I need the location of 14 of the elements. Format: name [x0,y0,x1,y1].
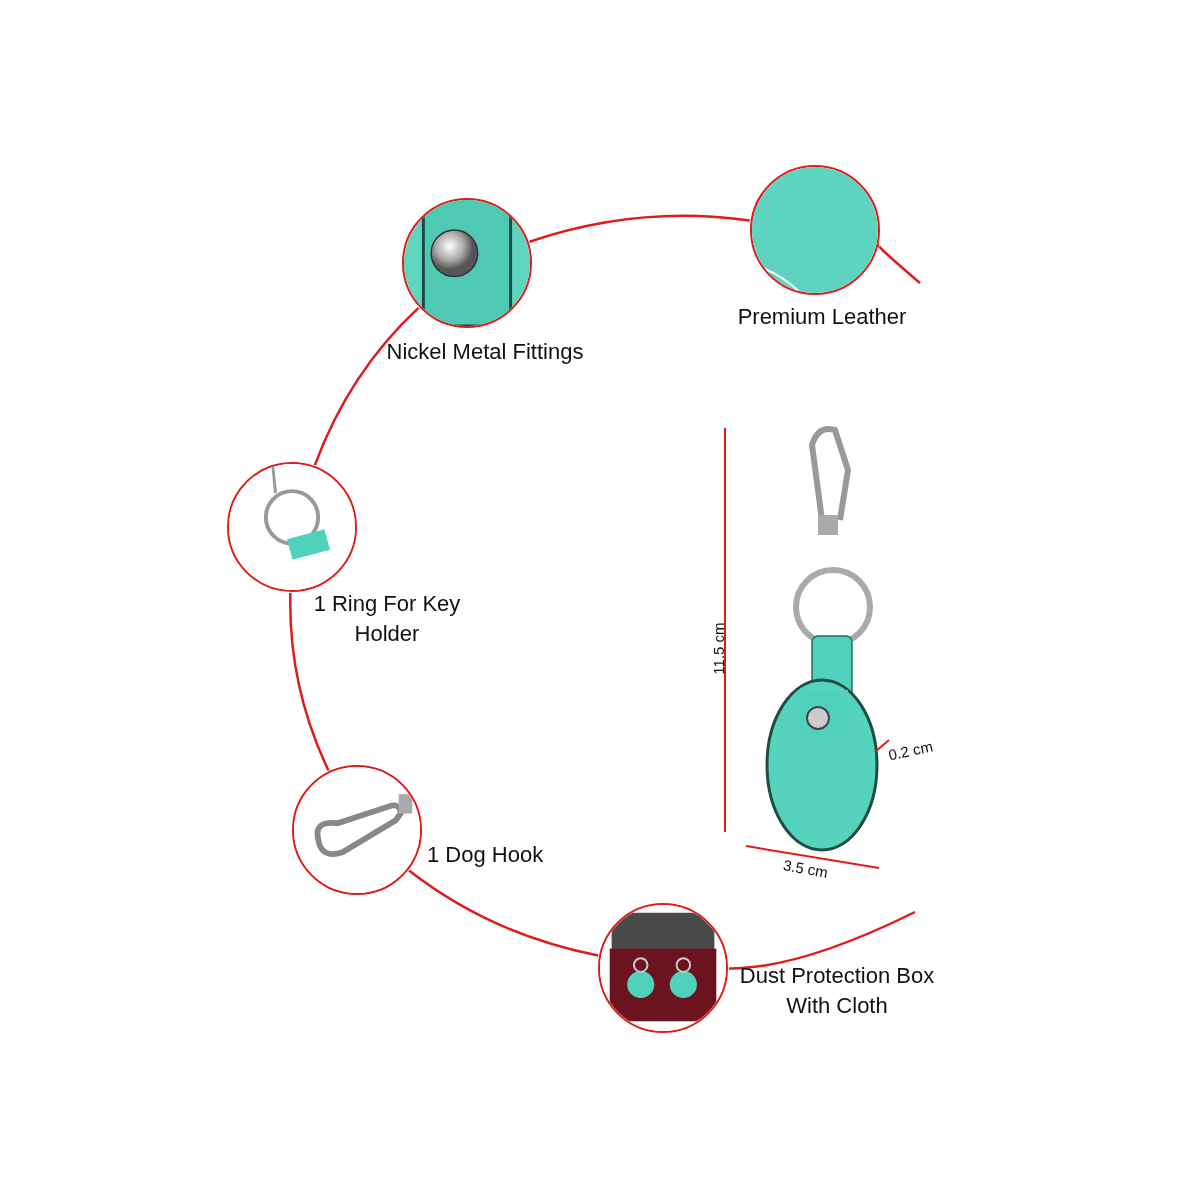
feature-caption: 1 Dog Hook [427,841,545,869]
dimension-label: 3.5 cm [781,856,830,881]
arc-line [878,244,921,284]
feature-caption: 1 Ring For Key Holder [312,590,462,648]
dimension-label: 0.2 cm [886,737,935,764]
dimension-label: 11.5 cm [709,622,727,675]
arc-line [728,910,916,970]
arc-line [408,869,599,957]
arc-line [529,214,750,243]
feature-caption: Premium Leather [736,303,908,331]
arc-line [313,306,420,466]
arc-line [289,592,330,771]
feature-caption: Nickel Metal Fittings [385,338,585,366]
feature-caption: Dust Protection Box With Cloth [738,962,936,1020]
